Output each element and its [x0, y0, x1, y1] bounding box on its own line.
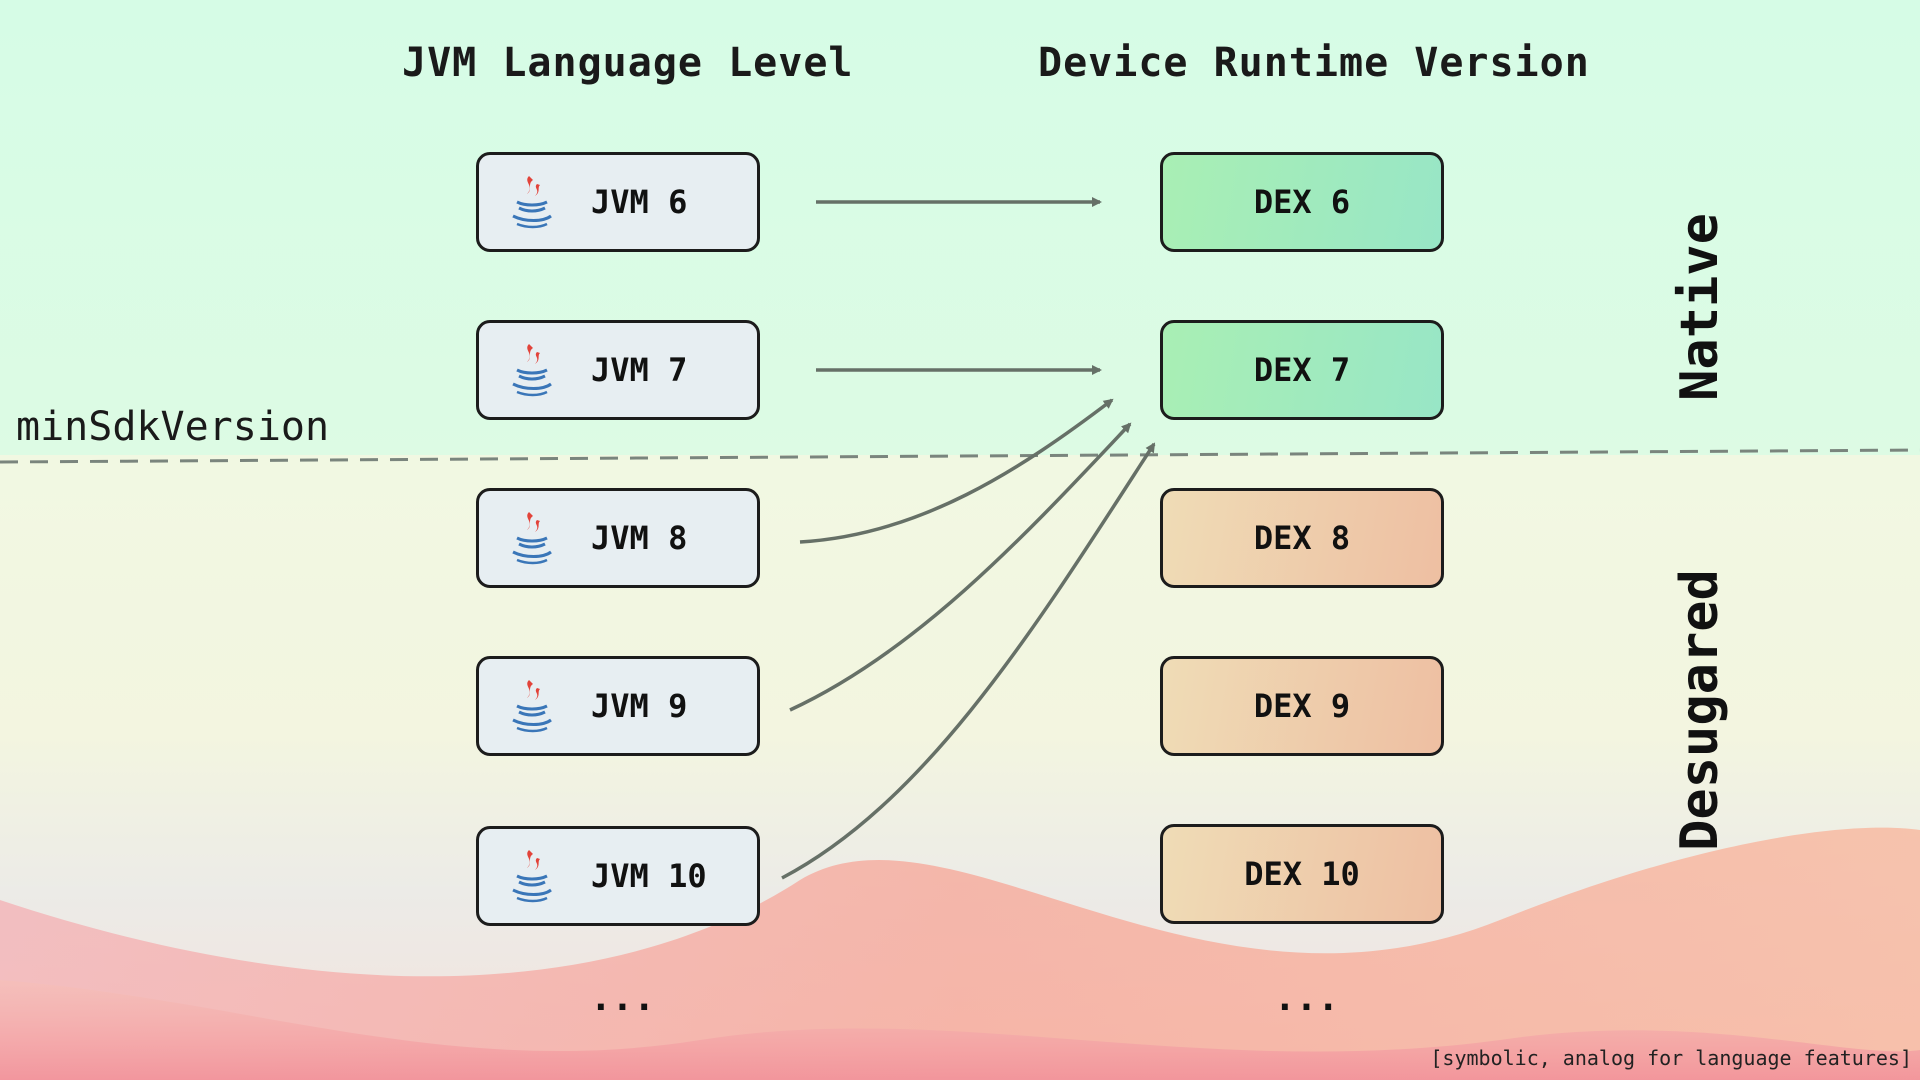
java-coffee-cup-icon: [512, 850, 552, 903]
jvm-ellipsis: ...: [590, 978, 656, 1019]
jvm-8-label: JVM 8: [591, 519, 688, 557]
native-zone: [0, 0, 1920, 460]
jvm-7-label: JVM 7: [591, 351, 688, 389]
dex-9-label: DEX 9: [1253, 687, 1351, 725]
dex-6-box: DEX 6: [1160, 152, 1444, 252]
java-coffee-cup-icon: [512, 512, 552, 565]
min-sdk-version-label: minSdkVersion: [16, 404, 330, 450]
dex-ellipsis: ...: [1274, 978, 1340, 1019]
dex-6-label: DEX 6: [1253, 183, 1351, 221]
dex-7-box: DEX 7: [1160, 320, 1444, 420]
jvm-10-label: JVM 10: [591, 857, 707, 895]
jvm-9-label: JVM 9: [591, 687, 688, 725]
dex-8-box: DEX 8: [1160, 488, 1444, 588]
jvm-7-box: JVM 7: [476, 320, 760, 420]
java-coffee-cup-icon: [512, 680, 552, 733]
jvm-column-heading: JVM Language Level: [402, 40, 854, 86]
dex-8-label: DEX 8: [1253, 519, 1351, 557]
jvm-10-box: JVM 10: [476, 826, 760, 926]
dex-10-box: DEX 10: [1160, 824, 1444, 924]
jvm-9-box: JVM 9: [476, 656, 760, 756]
native-side-label: Native: [1670, 213, 1730, 401]
dex-9-box: DEX 9: [1160, 656, 1444, 756]
jvm-8-box: JVM 8: [476, 488, 760, 588]
jvm-6-label: JVM 6: [591, 183, 688, 221]
dex-7-label: DEX 7: [1253, 351, 1351, 389]
dex-10-label: DEX 10: [1244, 855, 1360, 893]
desugared-side-label: Desugared: [1670, 569, 1730, 851]
java-coffee-cup-icon: [512, 344, 552, 397]
footnote: [symbolic, analog for language features]: [1430, 1046, 1912, 1070]
jvm-6-box: JVM 6: [476, 152, 760, 252]
dex-column-heading: Device Runtime Version: [1038, 40, 1590, 86]
java-coffee-cup-icon: [512, 176, 552, 229]
